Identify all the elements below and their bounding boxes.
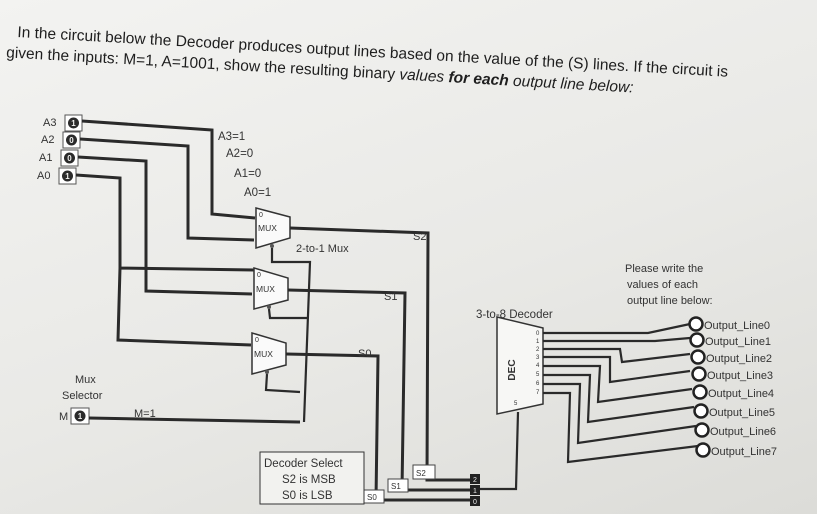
output-line2-label: Output_Line2 [706, 353, 772, 365]
output-line7-led-icon [695, 442, 711, 458]
input-a2-led-icon [66, 134, 77, 146]
output-line4-label: Output_Line4 [708, 388, 774, 400]
decoder-pin-4: 4 [536, 363, 540, 369]
mux-selector-label-line1: Mux [75, 374, 96, 386]
output-line6-label: Output_Line6 [710, 426, 776, 438]
output-line5[interactable]: Output_Line5 [693, 403, 776, 420]
tag-s2: S2 [416, 469, 426, 478]
instruction-line1: Please write the [625, 263, 703, 275]
output-line1[interactable]: Output_Line1 [689, 332, 772, 349]
output-wires [543, 322, 699, 464]
instruction-line2: values of each [627, 279, 698, 291]
input-a3-bit: 1 [71, 119, 76, 128]
mux-bottom-label: MUX [254, 349, 273, 359]
selector-wires [88, 248, 312, 424]
decoder-in-2: 2 [473, 477, 477, 484]
decoder-pin-3: 3 [536, 355, 540, 361]
decoder-select-msb: S2 is MSB [282, 474, 336, 486]
mux-bottom-pin: 0 [255, 337, 259, 344]
output-line0-label: Output_Line0 [704, 320, 770, 332]
decoder-in-1: 1 [473, 488, 477, 495]
decoder-select-lsb: S0 is LSB [282, 490, 333, 502]
output-line0-led-icon [688, 316, 704, 332]
label-s0: S0 [358, 348, 371, 360]
decoder-pin-bottom: 5 [514, 401, 518, 407]
input-a0-label: A0 [37, 170, 50, 182]
decoder-input-tags: 2 1 0 [470, 411, 520, 506]
input-a1-bit: 0 [67, 154, 72, 163]
decoder-in-0: 0 [473, 499, 477, 506]
input-a2-label: A2 [41, 134, 54, 146]
output-line4[interactable]: Output_Line4 [692, 384, 775, 401]
output-line3[interactable]: Output_Line3 [691, 366, 774, 383]
mux-top[interactable]: 0 MUX [255, 207, 291, 250]
output-line1-label: Output_Line1 [705, 336, 771, 348]
input-a1[interactable]: A1 0 [39, 149, 79, 167]
decoder-pin-0: 0 [536, 331, 540, 337]
output-line2[interactable]: Output_Line2 [690, 349, 773, 366]
mux-top-pin: 0 [259, 212, 263, 219]
output-line4-led-icon [692, 384, 708, 400]
decoder-select-note [259, 451, 365, 505]
input-a2-bit: 0 [69, 136, 74, 145]
output-line0[interactable]: Output_Line0 [688, 316, 771, 333]
input-a0[interactable]: A0 1 [37, 167, 77, 185]
tag-s1: S1 [391, 482, 401, 491]
decoder-title: 3-to-8 Decoder [476, 309, 553, 321]
output-line5-label: Output_Line5 [709, 407, 775, 419]
select-wires [285, 226, 470, 502]
value-a2: A2=0 [226, 148, 253, 160]
input-a0-bit: 1 [65, 172, 70, 181]
mux-bottom[interactable]: 0 MUX [251, 331, 287, 375]
output-line7[interactable]: Output_Line7 [695, 442, 778, 459]
output-line6[interactable]: Output_Line6 [694, 422, 777, 439]
value-m: M=1 [134, 408, 156, 420]
instruction-line3: output line below: [627, 295, 713, 307]
input-a0-led-icon [62, 170, 73, 182]
input-m-led-icon [74, 410, 86, 422]
input-m-label: M [59, 411, 68, 423]
input-a3-label: A3 [43, 117, 56, 129]
output-line1-led-icon [689, 332, 705, 348]
decoder-pin-1: 1 [536, 339, 540, 345]
input-a2[interactable]: A2 0 [41, 131, 81, 149]
value-a0: A0=1 [244, 187, 271, 199]
mux-middle[interactable]: 0 MUX [253, 266, 289, 310]
input-a3-led-icon [68, 117, 79, 129]
label-s1: S1 [384, 291, 397, 303]
decoder-label: DEC [507, 359, 518, 380]
input-m-bit: 1 [78, 412, 83, 421]
decoder-pin-7: 7 [536, 390, 540, 396]
decoder-pin-2: 2 [536, 347, 540, 353]
input-wires [75, 119, 256, 347]
decoder-pin-5: 5 [536, 372, 540, 378]
input-m[interactable]: M 1 [59, 407, 90, 425]
mux-top-label: MUX [258, 223, 277, 233]
value-a3: A3=1 [218, 131, 245, 143]
mux-selector-label-line2: Selector [62, 390, 103, 402]
output-line6-led-icon [694, 422, 710, 438]
mux-middle-pin: 0 [257, 272, 261, 279]
decoder-block[interactable]: DEC 0 1 2 3 4 5 6 7 5 [496, 316, 544, 415]
input-a1-led-icon [64, 152, 75, 164]
tag-s0: S0 [367, 493, 377, 502]
output-line5-led-icon [693, 403, 709, 419]
input-a3[interactable]: A3 1 [43, 114, 83, 132]
input-a1-label: A1 [39, 152, 52, 164]
decoder-select-title: Decoder Select [264, 458, 343, 470]
label-s2: S2 [413, 231, 426, 243]
output-line3-label: Output_Line3 [707, 370, 773, 382]
mux-description: 2-to-1 Mux [296, 243, 349, 255]
output-line3-led-icon [691, 366, 707, 382]
output-line2-led-icon [690, 349, 706, 365]
output-line7-label: Output_Line7 [711, 446, 777, 458]
mux-middle-label: MUX [256, 284, 275, 294]
value-a1: A1=0 [234, 168, 261, 180]
decoder-pin-6: 6 [536, 381, 540, 387]
